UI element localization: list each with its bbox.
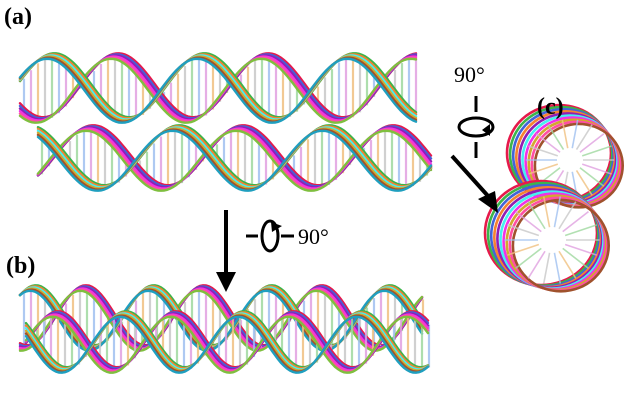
coil-c-bottom-spoke — [507, 224, 540, 237]
rotation-icon-horizontal-axis — [246, 219, 294, 253]
coil-c-top-spoke — [579, 167, 605, 187]
panel-label-c: (c) — [537, 94, 564, 120]
coil-c-bottom-spoke — [527, 201, 546, 230]
coil-c-bottom-ring — [511, 198, 610, 293]
coil-c-top-spoke — [528, 163, 559, 175]
coil-c-top-spoke — [575, 124, 593, 151]
helix-a-top-strand — [18, 56, 418, 123]
rotation-angle-label-right: 90° — [454, 62, 485, 87]
helix-a-top-strand — [18, 57, 418, 124]
panel-label-b: (b) — [6, 253, 36, 279]
coil-c-bottom-spoke — [553, 196, 562, 228]
coil-c-top-ring — [533, 122, 624, 209]
helix-b-back-strand — [18, 289, 424, 352]
coil-c-bottom-spoke — [542, 196, 551, 228]
down-arrow-icon — [216, 210, 236, 292]
coil-c-bottom-spoke — [564, 224, 597, 237]
rotation-icon-vertical-axis — [457, 96, 495, 158]
coil-c-bottom-spoke — [553, 252, 562, 284]
coil-c-bottom-spoke — [527, 250, 546, 279]
coil-c-bottom-spoke — [562, 210, 589, 233]
panel-a-double-helix-side-view — [18, 52, 433, 192]
panel-c-helix-end-view — [483, 103, 624, 293]
helix-b-back-strand — [18, 287, 424, 350]
helix-a-bottom-strand — [36, 129, 433, 192]
rotation-angle-label-down: 90° — [298, 224, 329, 249]
coil-c-top-spoke — [575, 169, 593, 196]
helix-a-top-strand — [18, 57, 418, 124]
coil-c-top-spoke — [528, 145, 559, 157]
diagonal-arrow-icon — [450, 154, 498, 213]
coil-c-top-spoke — [579, 133, 605, 153]
coil-c-bottom-spoke — [558, 250, 577, 279]
coil-c-bottom-spoke — [558, 201, 577, 230]
coil-c-bottom-spoke — [542, 252, 551, 284]
coil-c-bottom-spoke — [507, 243, 540, 256]
helix-b-front-strand — [24, 315, 430, 374]
coil-c-top-spoke — [547, 124, 565, 151]
coil-c-top-spoke — [561, 119, 569, 149]
coil-c-top-spoke — [571, 119, 579, 149]
coil-c-top-spoke — [535, 133, 561, 153]
panel-b-double-helix-rotated-view — [18, 284, 431, 374]
coil-c-bottom-spoke — [515, 247, 542, 270]
coil-c-bottom-spoke — [562, 247, 589, 270]
helix-b-back-strand — [18, 288, 424, 351]
coil-c-top-spoke — [581, 163, 612, 175]
coil-c-top-spoke — [581, 145, 612, 157]
panel-label-a: (a) — [4, 4, 32, 30]
helix-b-back-strand — [18, 286, 424, 349]
coil-c-bottom-spoke — [515, 210, 542, 233]
helix-a-bottom-strand — [36, 129, 433, 192]
helix-b-front-strand — [24, 315, 430, 374]
coil-c-bottom-spoke — [564, 243, 597, 256]
